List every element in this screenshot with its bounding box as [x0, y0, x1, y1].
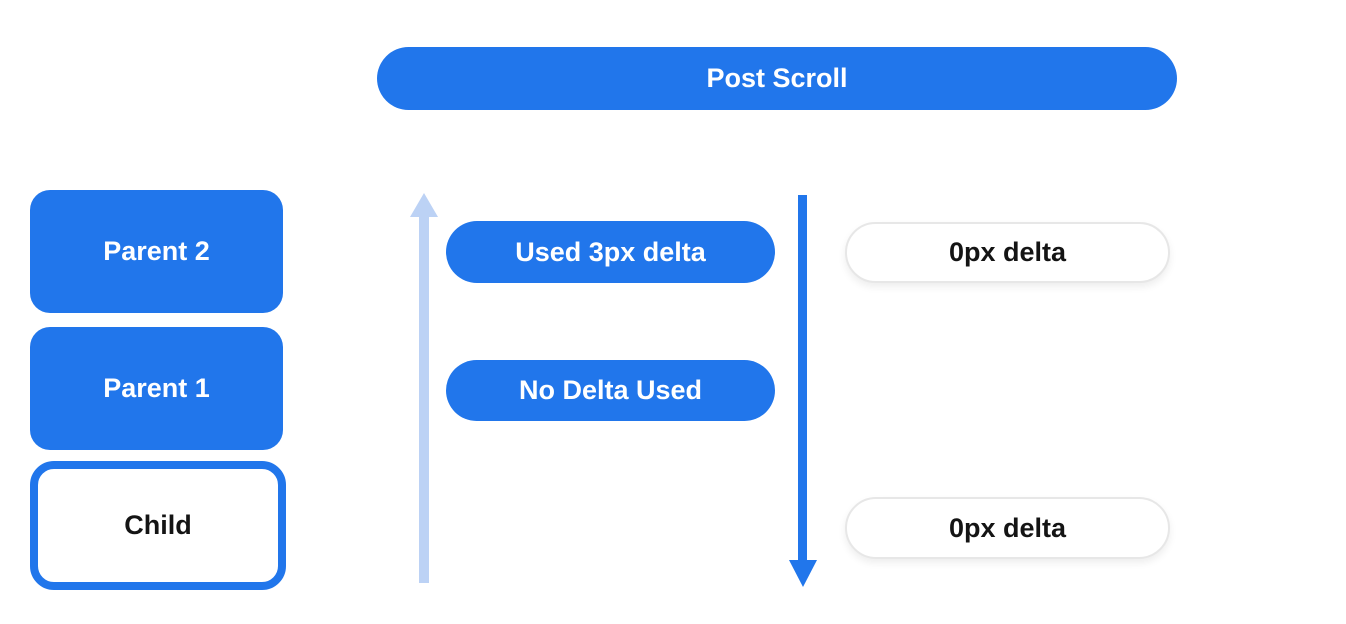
zero-delta-top-label: 0px delta	[948, 237, 1067, 267]
used-delta-label: Used 3px delta	[515, 236, 706, 267]
post-scroll-header-pill: Post Scroll	[377, 47, 1177, 110]
parent2-box: Parent 2	[30, 190, 283, 313]
no-delta-used-label: No Delta Used	[518, 375, 703, 405]
child-label: Child	[124, 510, 192, 540]
post-scroll-label: Post Scroll	[706, 63, 848, 93]
arrow-up-head-icon	[410, 193, 438, 217]
arrow-down-icon	[798, 195, 807, 563]
parent1-label: Parent 1	[103, 373, 210, 403]
zero-delta-pill-top: 0px delta	[845, 222, 1170, 283]
used-delta-pill: Used 3px delta	[446, 221, 775, 283]
arrow-down-head-icon	[789, 560, 817, 587]
parent2-label: Parent 2	[103, 236, 210, 266]
no-delta-used-pill: No Delta Used	[446, 360, 775, 421]
child-box: Child	[30, 461, 286, 590]
zero-delta-bottom-label: 0px delta	[948, 512, 1067, 543]
parent1-box: Parent 1	[30, 327, 283, 450]
arrow-up-icon	[419, 212, 429, 583]
zero-delta-pill-bottom: 0px delta	[845, 497, 1170, 559]
